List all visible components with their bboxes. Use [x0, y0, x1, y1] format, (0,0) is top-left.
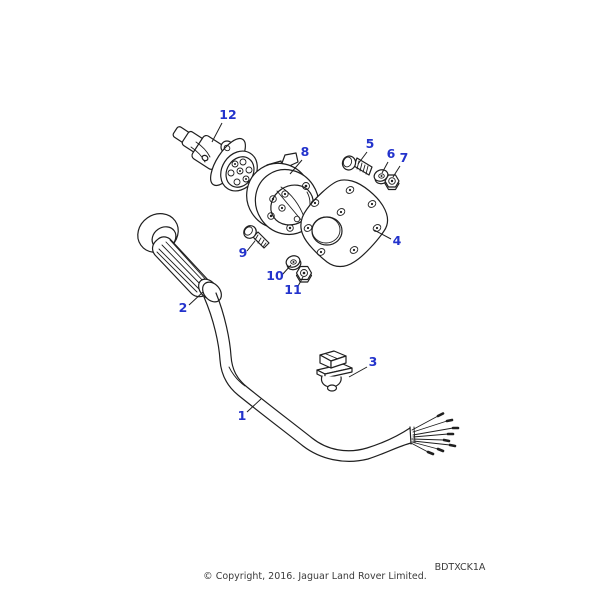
part-2-boot-and-clamp — [137, 213, 222, 303]
callout-12: 12 — [219, 107, 236, 122]
callout-1: 1 — [238, 408, 247, 423]
part-10-washer — [285, 255, 302, 271]
callout-6: 6 — [387, 146, 396, 161]
diagram-code: BDTXCK1A — [434, 562, 486, 573]
callout-leader-8 — [289, 159, 303, 175]
callout-8: 8 — [301, 144, 310, 159]
callout-11: 11 — [284, 282, 301, 297]
callout-leader-11 — [296, 276, 304, 289]
callout-leader-1 — [246, 398, 262, 413]
part-9-bolt — [243, 225, 270, 249]
callout-leader-4 — [373, 229, 392, 240]
callout-9: 9 — [239, 245, 248, 260]
callout-5: 5 — [366, 136, 375, 151]
callout-4: 4 — [393, 233, 402, 248]
callout-leader-3 — [348, 366, 368, 378]
copyright-text: © Copyright, 2016. Jaguar Land Rover Lim… — [203, 571, 427, 582]
part-11-nut — [295, 265, 313, 283]
part-5-bolt — [341, 155, 373, 176]
callout-7: 7 — [400, 150, 409, 165]
callout-2: 2 — [179, 300, 188, 315]
part-7-nut — [384, 174, 400, 191]
callout-3: 3 — [369, 354, 378, 369]
callout-leader-6 — [381, 161, 389, 174]
part-3-harness-clip — [316, 350, 353, 392]
part-4-mounting-plate — [300, 179, 389, 268]
callout-leader-5 — [357, 151, 368, 165]
callout-leader-10 — [281, 264, 292, 276]
callout-leader-9 — [246, 240, 256, 252]
callout-leader-7 — [392, 165, 401, 178]
cable-wire-ends — [410, 412, 460, 456]
callout-10: 10 — [266, 268, 284, 283]
callout-leader-2 — [188, 291, 204, 306]
part-12-connector-plug — [172, 126, 258, 192]
part-1-harness-cable — [203, 292, 460, 462]
callout-leader-12 — [211, 122, 223, 143]
